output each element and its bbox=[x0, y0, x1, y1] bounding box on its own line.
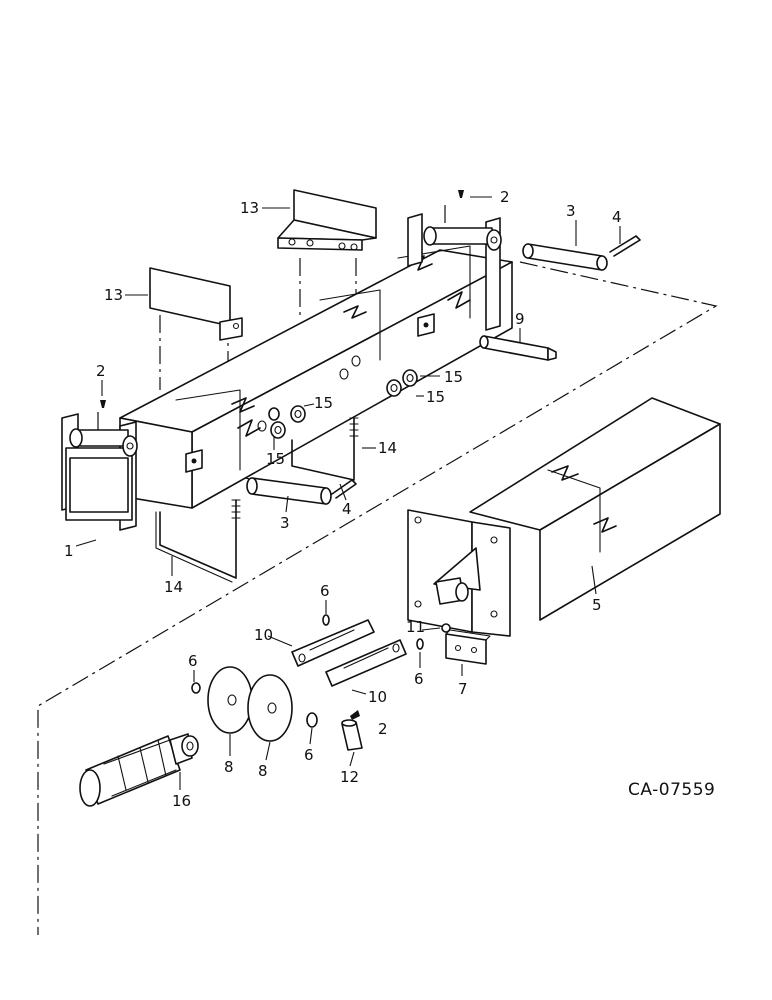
callout-11: 11 bbox=[406, 618, 425, 636]
pin-9 bbox=[479, 335, 557, 361]
callout-9: 9 bbox=[515, 310, 525, 328]
callout-10-a: 10 bbox=[254, 626, 273, 644]
washers bbox=[268, 369, 418, 439]
callout-3-top: 3 bbox=[566, 202, 576, 220]
hitch-plate-bracket bbox=[407, 509, 511, 637]
callout-14-right: 14 bbox=[378, 439, 397, 457]
callout-7: 7 bbox=[458, 680, 468, 698]
clip-4-top bbox=[609, 235, 641, 257]
callout-2-left: 2 bbox=[96, 362, 106, 380]
wear-plate-7 bbox=[445, 629, 491, 665]
hydraulic-cylinder-16 bbox=[79, 733, 199, 807]
callout-6-b: 6 bbox=[188, 652, 198, 670]
callout-labels: 2 13 3 4 13 9 2 15 15 15 15 14 4 3 1 14 … bbox=[64, 188, 715, 810]
callout-4-mid: 4 bbox=[342, 500, 352, 518]
small-fittings bbox=[191, 614, 451, 728]
callout-6-d: 6 bbox=[304, 746, 314, 764]
callout-5: 5 bbox=[592, 596, 602, 614]
front-clevis-bracket bbox=[407, 213, 502, 331]
u-bolt-14-right bbox=[291, 417, 359, 481]
callout-13-left: 13 bbox=[104, 286, 123, 304]
callout-2-top: 2 bbox=[500, 188, 510, 206]
callout-10-b: 10 bbox=[368, 688, 387, 706]
callout-8-a: 8 bbox=[224, 758, 234, 776]
callout-3-mid: 3 bbox=[280, 514, 290, 532]
mount-plates bbox=[185, 313, 435, 473]
link-plate-10-b bbox=[325, 639, 407, 687]
pin-3-mid bbox=[246, 477, 332, 505]
disc-8-a bbox=[207, 666, 253, 734]
callout-1: 1 bbox=[64, 542, 74, 560]
tongue-tube bbox=[469, 397, 721, 621]
mounting-bracket-13-top bbox=[277, 189, 377, 251]
mounting-bracket-13-left bbox=[149, 267, 243, 341]
callout-13-top: 13 bbox=[240, 199, 259, 217]
callout-12: 12 bbox=[340, 768, 359, 786]
pin-3-top bbox=[522, 243, 608, 271]
drawing-id-label: CA-07559 bbox=[628, 780, 715, 800]
u-bolt-14-left bbox=[155, 499, 241, 583]
callout-2-lower: 2 bbox=[378, 720, 388, 738]
callout-16: 16 bbox=[172, 792, 191, 810]
leader-lines bbox=[75, 196, 621, 790]
pin-12 bbox=[341, 719, 363, 751]
callout-15-c: 15 bbox=[314, 394, 333, 412]
callout-8-b: 8 bbox=[258, 762, 268, 780]
clip-4-mid bbox=[331, 479, 357, 499]
callout-15-a: 15 bbox=[444, 368, 463, 386]
callout-4-top: 4 bbox=[612, 208, 622, 226]
rear-clevis-bracket bbox=[61, 413, 138, 531]
callout-6-c: 6 bbox=[414, 670, 424, 688]
grease-fittings bbox=[100, 190, 464, 720]
callout-14-left: 14 bbox=[164, 578, 183, 596]
link-plate-10-a bbox=[291, 619, 375, 667]
callout-15-b: 15 bbox=[426, 388, 445, 406]
callout-6-a: 6 bbox=[320, 582, 330, 600]
callout-15-d: 15 bbox=[266, 450, 285, 468]
tube-holes bbox=[257, 355, 361, 432]
disc-8-b bbox=[247, 674, 293, 742]
